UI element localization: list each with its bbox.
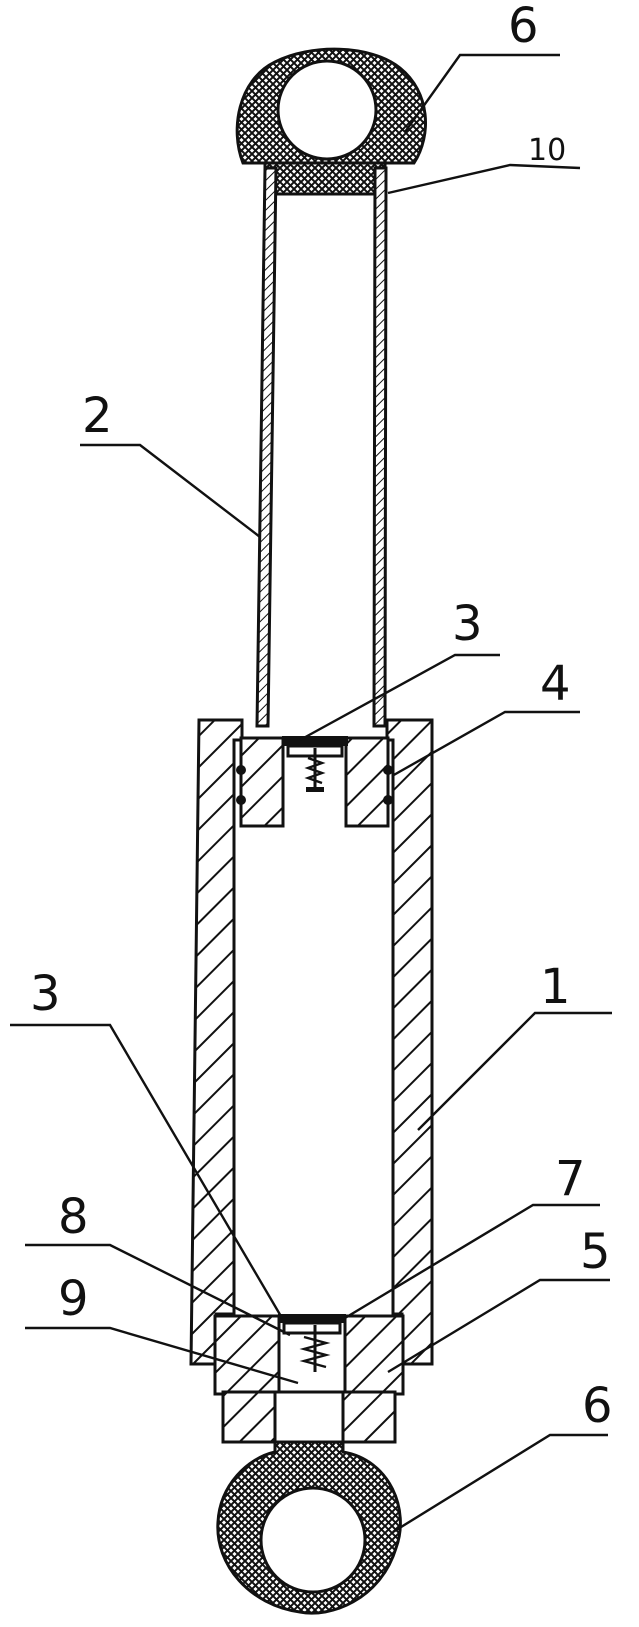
label-7: 7 bbox=[555, 1151, 586, 1207]
label-4: 4 bbox=[540, 656, 571, 712]
piston-rod bbox=[255, 166, 388, 728]
label-3-bottom: 3 bbox=[30, 966, 61, 1022]
part-labels: 6 10 2 3 4 3 1 7 8 9 5 6 bbox=[30, 0, 613, 1434]
leader-1 bbox=[417, 1011, 612, 1131]
bottom-eye bbox=[216, 1440, 402, 1615]
outer-cylinder bbox=[189, 718, 434, 1366]
top-eye bbox=[235, 47, 427, 196]
label-3-top: 3 bbox=[452, 596, 483, 652]
leader-6-bottom bbox=[392, 1433, 608, 1534]
label-9: 9 bbox=[58, 1271, 89, 1327]
label-1: 1 bbox=[540, 959, 571, 1015]
leader-3-bottom bbox=[10, 1023, 284, 1319]
label-6-top: 6 bbox=[508, 0, 539, 54]
leader-2 bbox=[80, 443, 261, 538]
leader-3-top bbox=[299, 653, 500, 742]
label-8: 8 bbox=[58, 1189, 89, 1245]
leader-lines bbox=[10, 53, 612, 1534]
leader-8 bbox=[25, 1243, 291, 1337]
label-10: 10 bbox=[528, 133, 566, 168]
upper-piston bbox=[236, 736, 393, 828]
leader-10 bbox=[387, 163, 581, 195]
label-6-bottom: 6 bbox=[582, 1378, 613, 1434]
leader-7 bbox=[344, 1203, 600, 1320]
label-2: 2 bbox=[82, 388, 113, 444]
lower-valve bbox=[213, 1314, 405, 1444]
leader-9 bbox=[25, 1326, 299, 1385]
leader-6-top bbox=[404, 53, 560, 133]
leader-5 bbox=[387, 1278, 610, 1374]
leader-4 bbox=[391, 710, 580, 778]
label-5: 5 bbox=[580, 1224, 611, 1280]
